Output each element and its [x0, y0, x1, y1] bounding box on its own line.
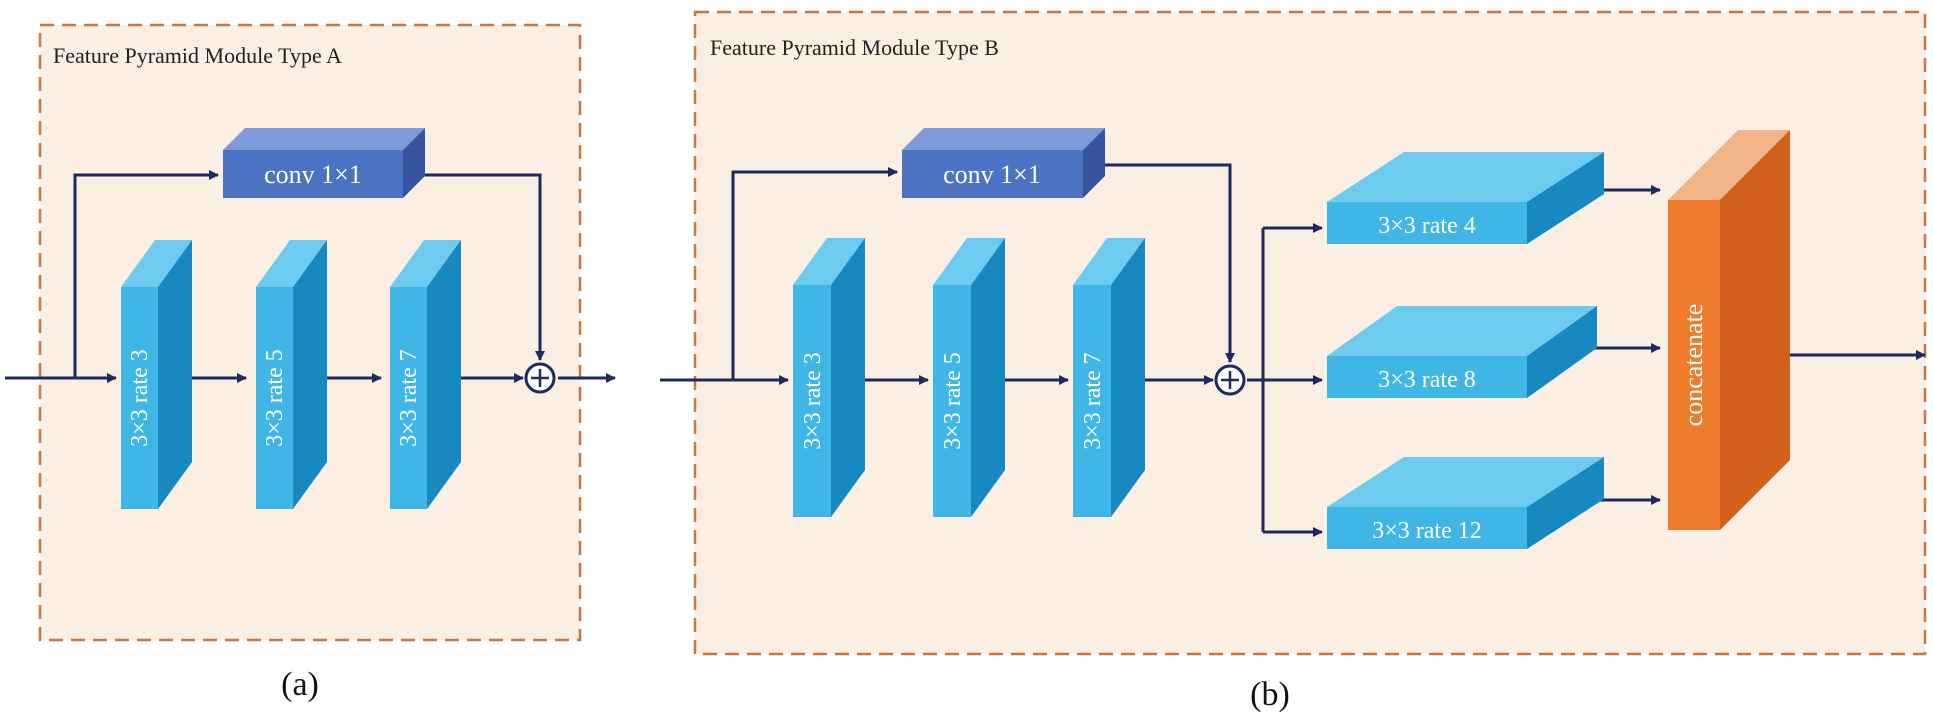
panel-b-branch-2-label: 3×3 rate 8: [1378, 367, 1476, 393]
panel-a: Feature Pyramid Module Type A conv 1×1 3…: [5, 23, 616, 703]
panel-a-block-2: 3×3 rate 5: [256, 240, 327, 509]
panel-b-branch-1: 3×3 rate 4: [1327, 152, 1604, 244]
panel-b-branch-3-label: 3×3 rate 12: [1372, 518, 1482, 544]
panel-a-block-3-label: 3×3 rate 7: [396, 349, 422, 447]
panel-a-caption: (a): [281, 666, 319, 703]
panel-a-title: Feature Pyramid Module Type A: [53, 43, 342, 68]
panel-a-conv-label: conv 1×1: [264, 160, 362, 189]
panel-b-arrows: [660, 163, 1926, 537]
panel-b-caption: (b): [1250, 676, 1290, 713]
panel-b-branch-2: 3×3 rate 8: [1327, 306, 1597, 398]
panel-a-sum-node: [524, 362, 556, 394]
panel-b-title: Feature Pyramid Module Type B: [710, 35, 999, 60]
panel-b-block-3-label: 3×3 rate 7: [1080, 352, 1106, 450]
panel-b-block-1-label: 3×3 rate 3: [800, 352, 826, 450]
panel-b-conv-label: conv 1×1: [943, 160, 1041, 189]
panel-a-block-2-label: 3×3 rate 5: [262, 349, 288, 447]
panel-b-block-1: 3×3 rate 3: [793, 238, 865, 517]
panel-a-arrows: [5, 170, 616, 383]
panel-a-block-1: 3×3 rate 3: [121, 240, 192, 509]
panel-b-block-3: 3×3 rate 7: [1073, 238, 1145, 517]
panel-b-concat-label: concatenate: [1679, 304, 1708, 427]
panel-b-conv-block: conv 1×1: [902, 128, 1105, 198]
panel-b-sum-node: [1214, 364, 1246, 396]
panel-b-concat-block: concatenate: [1668, 130, 1790, 530]
panel-b-branch-3: 3×3 rate 12: [1327, 457, 1604, 549]
panel-a-block-3: 3×3 rate 7: [390, 240, 461, 509]
panel-a-conv-block: conv 1×1: [223, 128, 425, 198]
panel-b-branch-1-label: 3×3 rate 4: [1378, 213, 1476, 239]
panel-a-block-1-label: 3×3 rate 3: [127, 349, 153, 447]
panel-b: Feature Pyramid Module Type B conv 1×1: [660, 10, 1927, 713]
panel-b-block-2-label: 3×3 rate 5: [940, 352, 966, 450]
panel-b-block-2: 3×3 rate 5: [933, 238, 1005, 517]
